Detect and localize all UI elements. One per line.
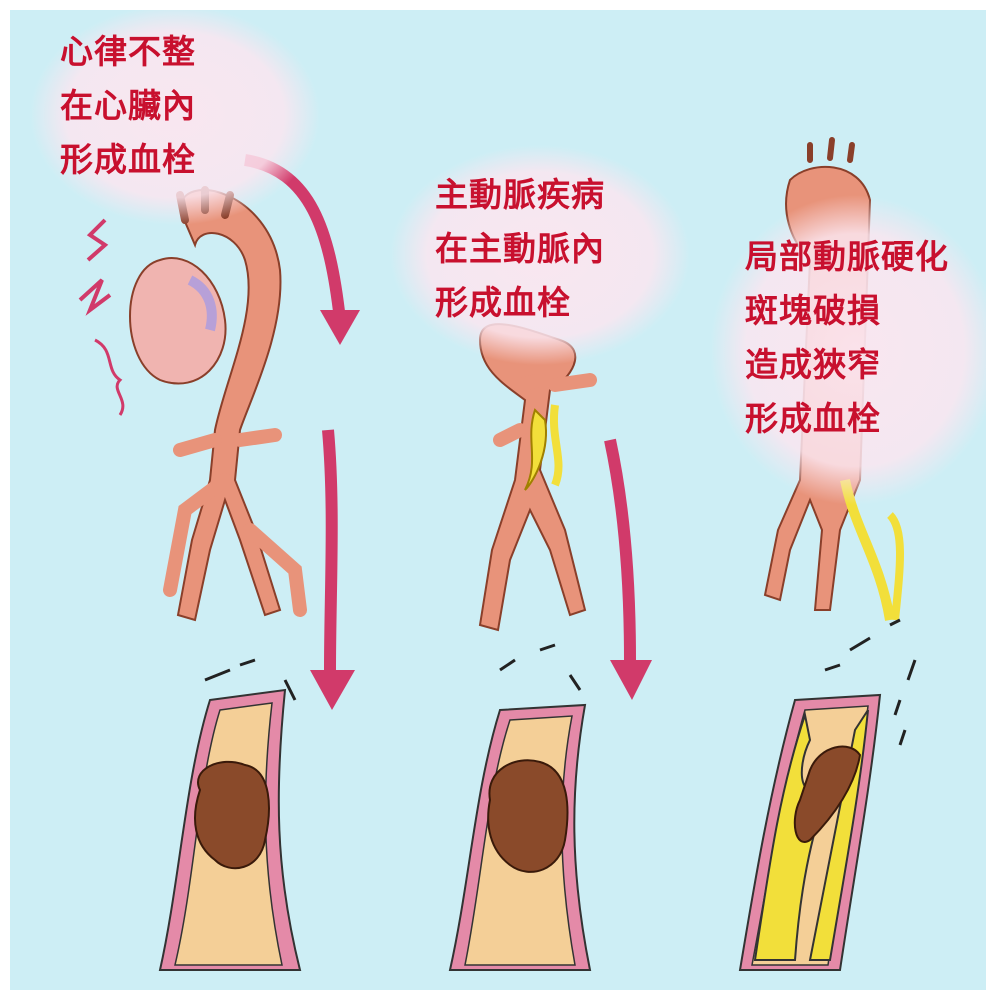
label-arrhythmia: 心律不整 在心臟內 形成血栓 xyxy=(60,25,196,187)
label-aortic-disease: 主動脈疾病 在主動脈內 形成血栓 xyxy=(435,168,605,330)
label-1-line-3: 形成血栓 xyxy=(60,133,196,187)
label-atherosclerosis: 局部動脈硬化 斑塊破損 造成狹窄 形成血栓 xyxy=(745,230,949,446)
label-2-line-1: 主動脈疾病 xyxy=(435,168,605,222)
label-3-line-1: 局部動脈硬化 xyxy=(745,230,949,284)
label-3-line-2: 斑塊破損 xyxy=(745,284,949,338)
panel-1-clot xyxy=(195,762,269,868)
panel-2-clot xyxy=(488,760,567,872)
label-3-line-3: 造成狹窄 xyxy=(745,338,949,392)
label-2-line-2: 在主動脈內 xyxy=(435,222,605,276)
label-1-line-2: 在心臟內 xyxy=(60,79,196,133)
label-2-line-3: 形成血栓 xyxy=(435,276,605,330)
label-1-line-1: 心律不整 xyxy=(60,25,196,79)
label-3-line-4: 形成血栓 xyxy=(745,392,949,446)
